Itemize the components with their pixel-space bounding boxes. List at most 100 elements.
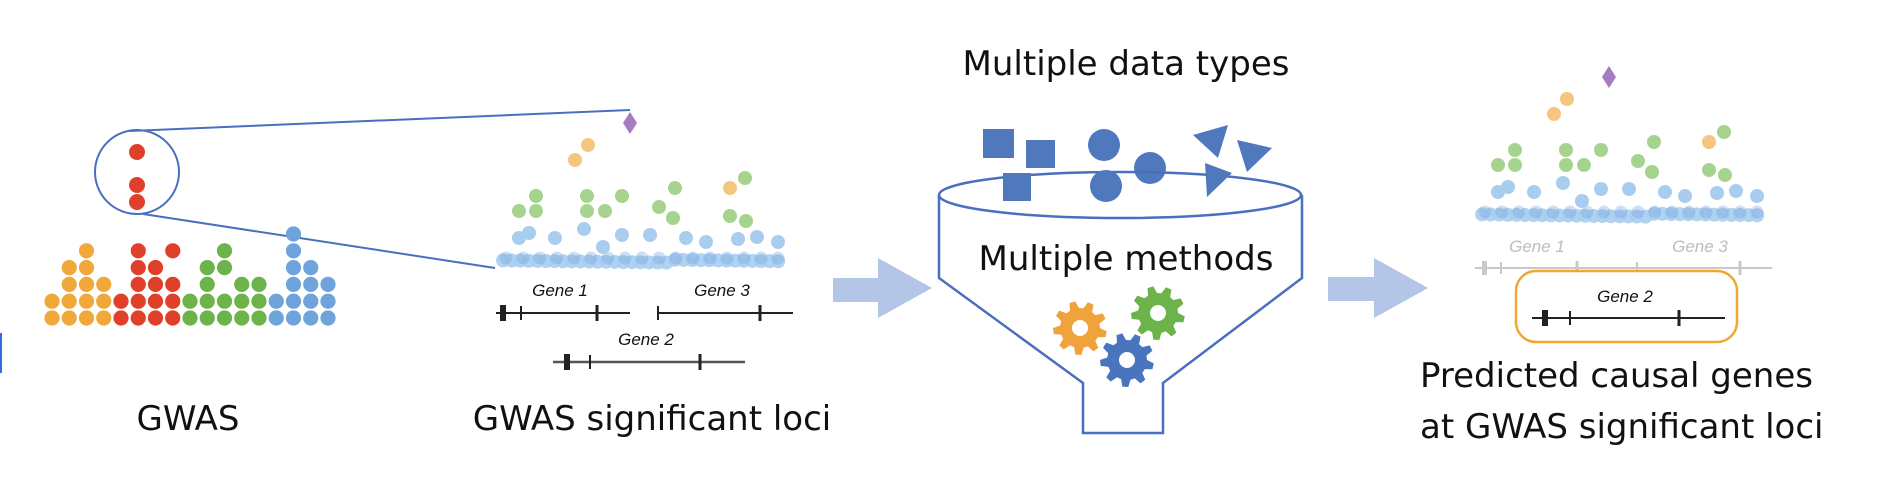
- snp-dot: [615, 228, 629, 242]
- baseline-snp-dot: [584, 251, 598, 265]
- data-circle-shape: [1134, 152, 1166, 184]
- gene-3-label: Gene 3: [694, 281, 750, 300]
- zoomed-dot: [129, 194, 145, 210]
- baseline-snp-dot: [1478, 205, 1492, 219]
- arrow-right-icon: [1328, 258, 1428, 318]
- gwas-dot: [130, 243, 146, 259]
- baseline-snp-dot: [737, 251, 751, 265]
- gwas-dot: [199, 260, 215, 276]
- gwas-dot: [96, 293, 112, 309]
- gwas-dot: [165, 293, 181, 309]
- gwas-dot: [165, 243, 181, 259]
- gwas-dot: [78, 276, 95, 292]
- gwas-dot: [182, 293, 198, 309]
- gwas-dot: [78, 260, 95, 276]
- snp-dot: [731, 232, 745, 246]
- baseline-snp-dot: [1682, 205, 1696, 219]
- loci-panel: Gene 1 Gene 3 Gene 2 GWAS significant lo…: [473, 112, 831, 439]
- snp-dot: [529, 189, 543, 203]
- snp-dot: [679, 231, 693, 245]
- snp-dot: [739, 214, 753, 228]
- gwas-dot: [147, 276, 164, 292]
- snp-dot: [1729, 184, 1743, 198]
- data-triangle-shape: [1193, 125, 1228, 158]
- gwas-dot: [130, 310, 146, 326]
- edge-marker: [0, 333, 2, 373]
- baseline-snp-dot: [1699, 205, 1713, 219]
- snp-dot: [738, 171, 752, 185]
- snp-dot: [1527, 185, 1541, 199]
- snp-dot: [1750, 189, 1764, 203]
- snp-dot: [723, 181, 737, 195]
- baseline-snp-dot: [1648, 205, 1662, 219]
- snp-dot: [1647, 135, 1661, 149]
- snp-dot: [615, 189, 629, 203]
- baseline-snp-dot: [1597, 205, 1611, 219]
- highlighted-gene-label: Gene 2: [1597, 287, 1653, 306]
- snp-dot: [1594, 143, 1608, 157]
- baseline-snp-dot: [1512, 205, 1526, 219]
- gwas-dot: [216, 293, 233, 309]
- funnel-rim: [937, 170, 1303, 220]
- funnel-panel: Multiple data types Multiple methods: [937, 44, 1304, 435]
- baseline-snp-dot: [771, 251, 785, 265]
- baseline-snp-dot: [1580, 205, 1594, 219]
- snp-dot: [1658, 185, 1672, 199]
- gene-2-track: [553, 354, 745, 370]
- data-square-shape: [1003, 173, 1031, 201]
- baseline-snp-dot: [1529, 205, 1543, 219]
- snp-dot: [577, 222, 591, 236]
- gwas-dot: [44, 293, 60, 309]
- orange-gear-icon: [1053, 301, 1107, 355]
- baseline-snp-dot: [703, 251, 717, 265]
- gwas-dot: [96, 276, 112, 292]
- baseline-snp-dot: [567, 251, 581, 265]
- baseline-snp-dot: [686, 251, 700, 265]
- snp-dot: [771, 235, 785, 249]
- baseline-snp-dot: [516, 251, 530, 265]
- baseline-snp-dot: [1750, 205, 1764, 219]
- zoom-line-top: [129, 109, 631, 132]
- snp-dot: [652, 200, 666, 214]
- snp-dot: [596, 240, 610, 254]
- gwas-dot: [251, 276, 267, 292]
- gwas-dot: [303, 260, 319, 276]
- funnel-body: [937, 195, 1304, 435]
- snp-dot: [1556, 176, 1570, 190]
- baseline-snp-dot: [1495, 205, 1509, 219]
- snp-dot: [1678, 189, 1692, 203]
- gene-2-label: Gene 2: [618, 330, 674, 349]
- data-square-shape: [983, 129, 1014, 158]
- gene-1-track: [496, 305, 630, 321]
- snp-dot: [699, 235, 713, 249]
- gwas-dot: [285, 243, 302, 259]
- gwas-panel: GWAS: [44, 109, 631, 439]
- baseline-snp-dot: [1733, 205, 1747, 219]
- snp-dot: [1717, 125, 1731, 139]
- gwas-dot: [320, 276, 336, 292]
- snp-dot: [529, 204, 543, 218]
- baseline-snp-dot: [652, 251, 666, 265]
- result-panel: Gene 1 Gene 3 Gene 2 Predicted causal ge…: [1420, 66, 1823, 447]
- gwas-dot: [268, 293, 284, 309]
- snp-dot: [1702, 135, 1716, 149]
- gwas-dot: [78, 243, 95, 259]
- gwas-dot: [165, 276, 181, 292]
- gwas-dot: [303, 276, 319, 292]
- baseline-snp-dot: [1631, 205, 1645, 219]
- gwas-dot: [285, 276, 302, 292]
- gwas-dot: [182, 310, 198, 326]
- snp-dot: [643, 228, 657, 242]
- gwas-dot: [130, 276, 146, 292]
- gwas-dot: [130, 260, 146, 276]
- gwas-dot: [96, 310, 112, 326]
- gwas-dot: [147, 310, 164, 326]
- snp-dot: [666, 211, 680, 225]
- gwas-dot: [234, 276, 250, 292]
- data-shapes: [983, 125, 1272, 184]
- gwas-dot: [234, 310, 250, 326]
- gwas-dot: [61, 293, 77, 309]
- zoomed-dot: [129, 144, 145, 160]
- snp-dot: [1508, 158, 1522, 172]
